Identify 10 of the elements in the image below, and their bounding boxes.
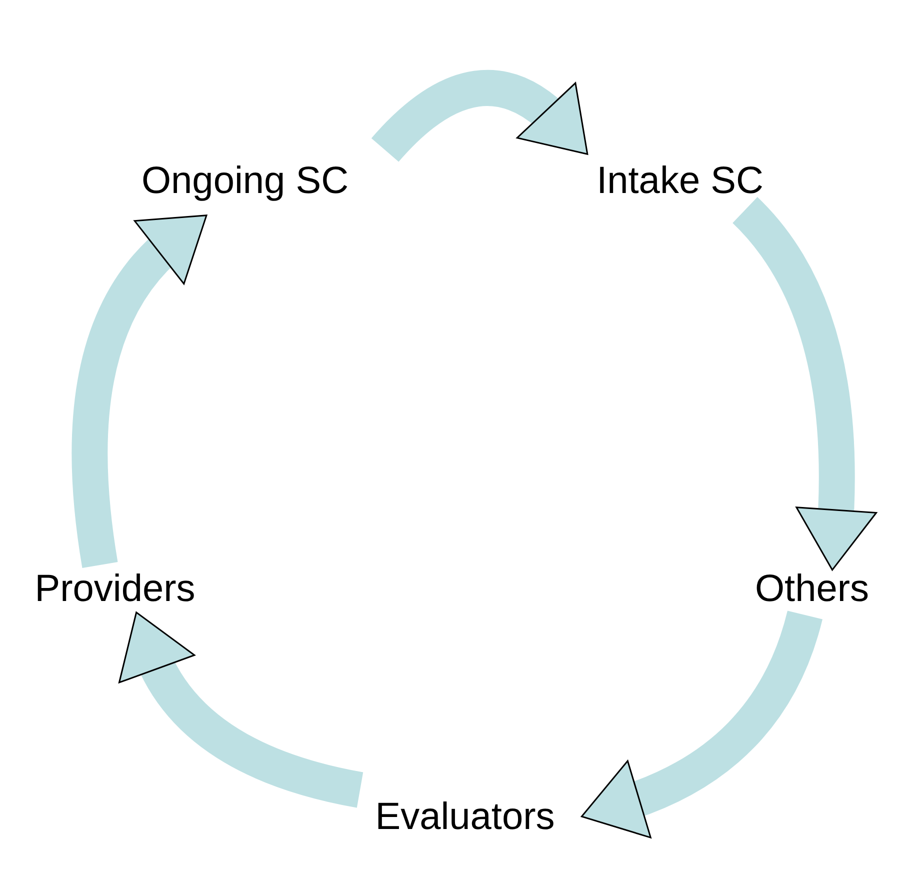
node-label: Intake SC: [596, 161, 764, 203]
block-arrow: [120, 612, 364, 808]
block-arrow: [581, 610, 822, 838]
node-label: Providers: [34, 569, 196, 611]
block-arrow: [372, 70, 590, 162]
node-label: Ongoing SC: [142, 161, 348, 203]
node-label: Evaluators: [375, 797, 555, 839]
block-arrow: [72, 212, 206, 568]
node-label: Others: [754, 569, 870, 611]
block-arrow: [732, 198, 877, 571]
